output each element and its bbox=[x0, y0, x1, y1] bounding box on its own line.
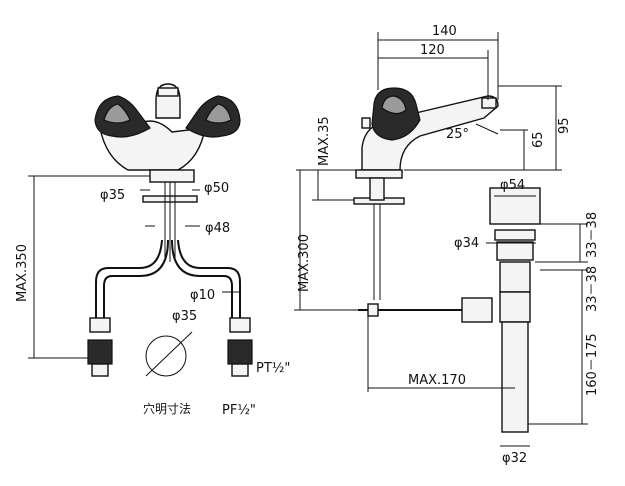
popup-knob bbox=[361, 117, 371, 129]
spout-tip bbox=[481, 97, 497, 109]
side-handle-highlight bbox=[381, 95, 407, 115]
angle25-leader bbox=[475, 123, 499, 135]
left-hose-inner bbox=[103, 239, 169, 318]
dim-max300: MAX.300 bbox=[297, 234, 312, 292]
drain-flange bbox=[489, 187, 541, 225]
dim-140: 140 bbox=[432, 24, 457, 39]
dim-pt: PT½" bbox=[256, 361, 290, 376]
left-hose bbox=[95, 239, 163, 318]
hole-caption: 穴明寸法 bbox=[143, 401, 191, 416]
dim-d35-stem: φ35 bbox=[100, 188, 125, 203]
left-nut bbox=[89, 317, 111, 333]
dim-d50: φ50 bbox=[204, 181, 229, 196]
left-fitting bbox=[87, 339, 113, 365]
drain-nut bbox=[496, 241, 534, 261]
dim-max35: MAX.35 bbox=[317, 116, 332, 166]
right-hose bbox=[177, 239, 241, 318]
right-nut bbox=[229, 317, 251, 333]
left-handle-highlight bbox=[103, 103, 131, 124]
front-base bbox=[149, 169, 195, 183]
dim-max350: MAX.350 bbox=[15, 244, 30, 302]
dim-160-175: 160－175 bbox=[585, 333, 600, 396]
dim-95: 95 bbox=[557, 117, 572, 134]
dim-d10: φ10 bbox=[190, 288, 215, 303]
dim-angle25: 25° bbox=[446, 127, 469, 142]
dim-d32: φ32 bbox=[502, 451, 527, 466]
dim-d34: φ34 bbox=[454, 236, 479, 251]
right-fitting bbox=[227, 339, 253, 365]
left-fitting-tail bbox=[91, 363, 109, 377]
drain-connector bbox=[499, 291, 531, 323]
right-handle-highlight bbox=[205, 103, 232, 124]
dim-pf: PF½" bbox=[222, 403, 256, 418]
popup-rod-clip bbox=[367, 303, 379, 317]
mounting-hole-circle bbox=[145, 335, 187, 377]
dim-65: 65 bbox=[531, 131, 546, 148]
dim-max170: MAX.170 bbox=[408, 373, 466, 388]
center-cap-ring bbox=[157, 87, 179, 97]
side-base bbox=[355, 169, 403, 179]
side-shank-upper bbox=[369, 177, 385, 201]
popup-housing bbox=[461, 297, 493, 323]
side-view: 140 120 MAX.35 25° 65 95 MAX.300 φ54 φ34… bbox=[294, 24, 600, 466]
dim-d54: φ54 bbox=[500, 178, 525, 193]
dim-33-38-upper: 33－38 bbox=[585, 212, 600, 258]
dim-33-38-lower: 33－38 bbox=[585, 266, 600, 312]
dim-d35-hole: φ35 bbox=[172, 309, 197, 324]
right-hose-inner bbox=[171, 239, 233, 318]
front-view: φ35 φ50 φ48 φ10 φ35 MAX.350 穴明寸法 PT½" PF… bbox=[15, 83, 290, 418]
dim-d48: φ48 bbox=[205, 221, 230, 236]
dim-120: 120 bbox=[420, 43, 445, 58]
drain-body bbox=[499, 261, 531, 293]
hole-diameter-line bbox=[145, 331, 193, 377]
drain-gasket bbox=[494, 229, 536, 241]
tailpiece bbox=[501, 321, 529, 433]
right-fitting-tail bbox=[231, 363, 249, 377]
